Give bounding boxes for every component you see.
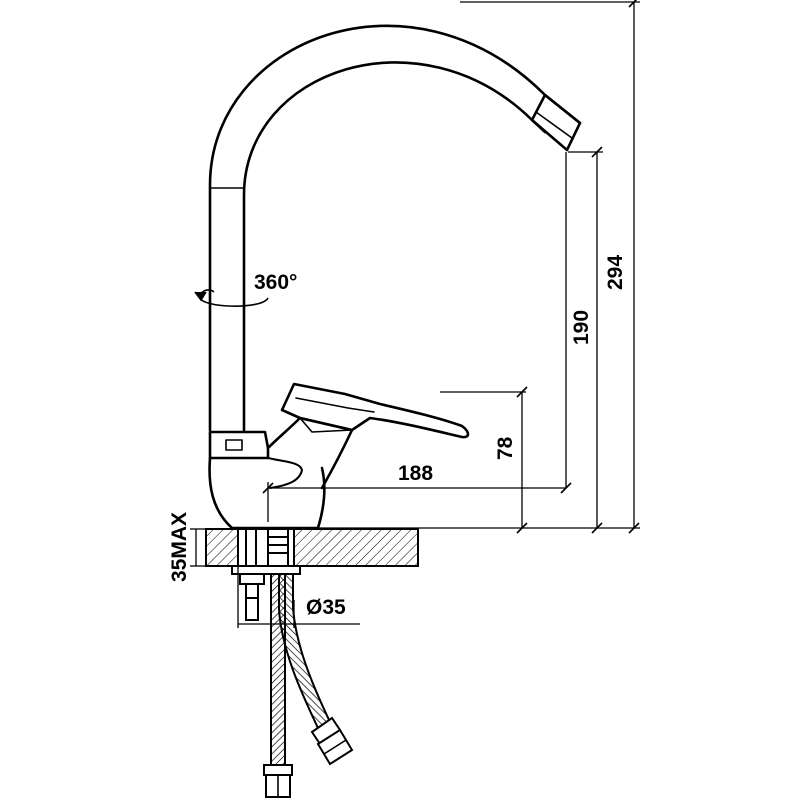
dim-spout-reach: 188 [398,462,433,485]
mounting-hardware [231,528,301,621]
rotation-label: 360° [254,271,297,294]
dim-hole-diameter: Ø35 [306,596,346,619]
countertop-section [205,528,419,567]
dimension-ticks [262,0,640,534]
rotation-indicator [194,289,269,307]
dim-max-deck-thickness: 35MAX [168,512,191,582]
swivel-collar [208,430,270,460]
dim-spout-height: 190 [570,310,593,345]
spout-inner [242,61,547,432]
lever-handle [280,382,470,439]
faucet-outline [208,24,582,530]
dim-total-height: 294 [604,255,627,290]
dimension-lines [190,1,640,628]
spout-outer [208,24,582,432]
dim-body-height: 78 [494,436,517,460]
flexible-hoses [263,573,354,798]
aerator [530,93,582,152]
body-base [208,456,326,530]
